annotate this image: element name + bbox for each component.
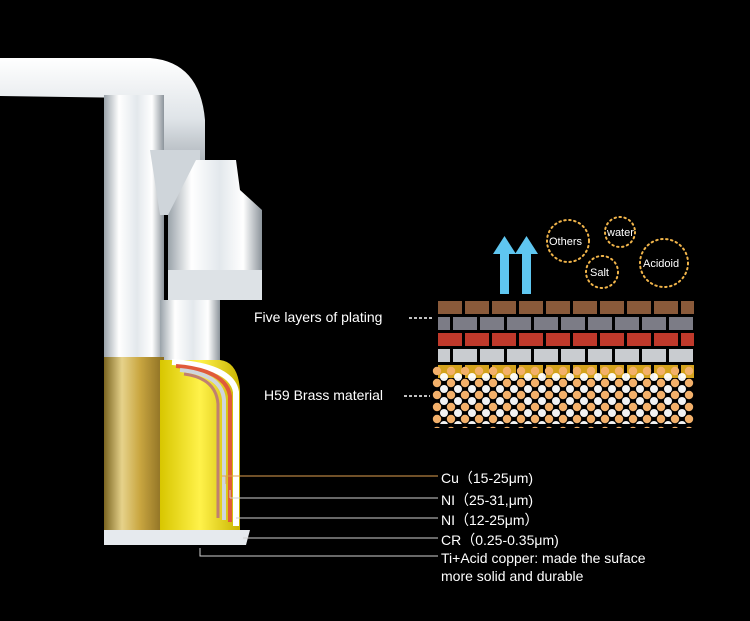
plating-brick <box>438 301 462 314</box>
plating-brick <box>561 317 585 330</box>
plating-brick <box>600 301 624 314</box>
spec-leader-lines <box>199 475 438 557</box>
plating-brick <box>546 333 570 346</box>
plating-brick <box>681 333 694 346</box>
plating-brick <box>654 301 678 314</box>
plating-brick <box>453 349 477 362</box>
plating-brick <box>465 333 489 346</box>
connector-lines <box>404 317 432 397</box>
plating-brick <box>519 333 543 346</box>
plating-brick <box>519 301 543 314</box>
spec-cr: CR（0.25-0.35μm) <box>441 532 559 548</box>
plating-brick <box>588 317 612 330</box>
bubble-others <box>546 219 590 263</box>
plating-brick <box>669 349 693 362</box>
plating-brick <box>561 349 585 362</box>
bubble-label-others: Others <box>549 236 583 248</box>
plating-brick <box>615 349 639 362</box>
plating-brick <box>627 333 651 346</box>
plating-brick <box>480 349 504 362</box>
upward-arrows <box>493 236 538 294</box>
spec-ti-line-1: Ti+Acid copper: made the suface <box>441 550 646 566</box>
label-h59-brass: H59 Brass material <box>264 387 384 403</box>
plating-brick <box>642 349 666 362</box>
plating-brick <box>465 301 489 314</box>
brass-material-layer <box>431 366 695 428</box>
plating-brick <box>669 317 693 330</box>
plating-brick <box>588 349 612 362</box>
bubble-label-water: water <box>607 227 634 239</box>
spec-cu: Cu（15-25μm) <box>441 470 534 486</box>
bubble-acidoid <box>639 238 689 288</box>
plating-brick <box>534 317 558 330</box>
plating-brick <box>438 349 450 362</box>
bubble-label-salt: Salt <box>590 267 609 279</box>
plating-brick <box>438 317 450 330</box>
plating-brick <box>654 333 678 346</box>
plating-brick <box>573 333 597 346</box>
plating-brick <box>492 301 516 314</box>
plating-brick <box>546 301 570 314</box>
arrow-up-icon <box>515 236 538 294</box>
arrow-up-icon <box>493 236 516 294</box>
plating-brick <box>615 317 639 330</box>
plating-brick <box>681 301 694 314</box>
plating-brick <box>492 333 516 346</box>
plating-brick <box>534 349 558 362</box>
spec-ni-1: NI（25-31,μm) <box>441 492 534 508</box>
plating-brick <box>507 317 531 330</box>
spec-ti-line-2: more solid and durable <box>441 568 584 584</box>
plating-brick <box>480 317 504 330</box>
bubble-water <box>604 216 636 248</box>
plating-brick <box>600 333 624 346</box>
plating-brick <box>507 349 531 362</box>
faucet-illustration <box>0 58 262 545</box>
contaminant-bubbles <box>546 216 689 289</box>
label-five-layers-plating: Five layers of plating <box>254 309 383 325</box>
plating-brick <box>642 317 666 330</box>
plating-brick <box>438 333 462 346</box>
plating-brick <box>627 301 651 314</box>
plating-brick <box>573 301 597 314</box>
spec-ni-2: NI（12-25μm） <box>441 512 539 528</box>
bubble-label-acidoid: Acidoid <box>643 258 680 270</box>
plating-brick <box>453 317 477 330</box>
bubble-salt <box>585 255 619 289</box>
